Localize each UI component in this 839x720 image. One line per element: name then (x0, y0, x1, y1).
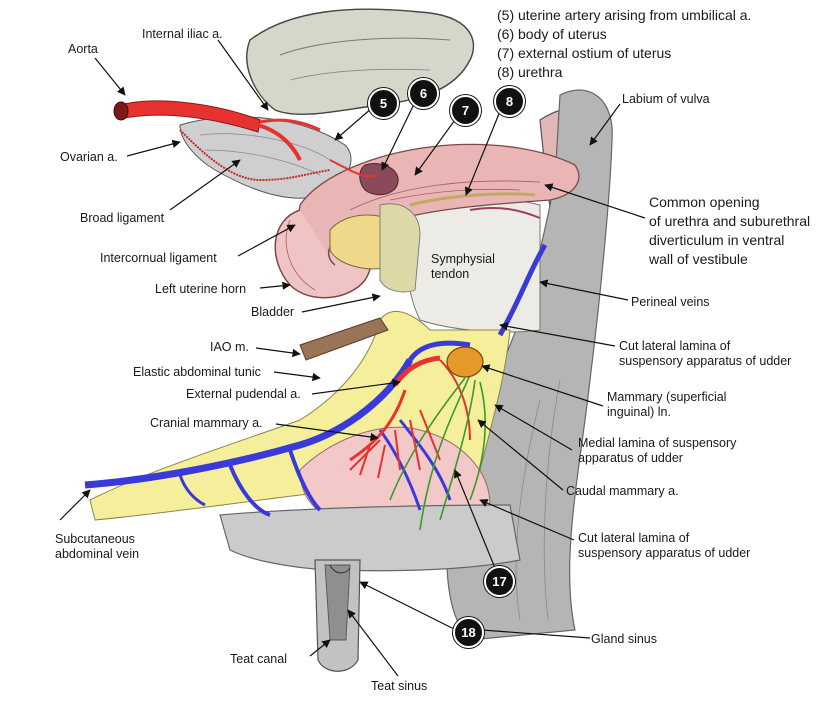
label-mammary-ln: Mammary (superficial inguinal) ln. (607, 390, 727, 419)
leader-8 (464, 103, 504, 196)
iao-muscle (299, 317, 389, 361)
label-internal-iliac: Internal iliac a. (142, 27, 223, 41)
leader-cut-lateral-1 (499, 322, 616, 347)
label-gland-sinus: Gland sinus (591, 632, 658, 646)
leader-subcut-vein (59, 489, 91, 521)
leader-17 (453, 469, 496, 569)
badge-5: 5 (368, 88, 399, 119)
label-aorta: Aorta (68, 42, 98, 56)
leader-cranial-mammary (275, 423, 379, 442)
label-cut-lateral-lamina-upper: Cut lateral lamina of suspensory apparat… (619, 339, 792, 368)
ovarian-artery (179, 129, 331, 182)
leader-caudal-mammary (477, 419, 564, 491)
leader-gland-sinus (481, 629, 591, 639)
label-external-pudendal: External pudendal a. (186, 387, 301, 401)
internal-iliac-artery (257, 123, 302, 161)
badge-6: 6 (408, 78, 439, 109)
badge-7: 7 (450, 95, 481, 126)
leader-internal-iliac (217, 39, 269, 111)
leader-7 (414, 112, 461, 176)
leader-elastic-tunic (273, 371, 321, 382)
legend: (5) uterine artery arising from umbilica… (497, 6, 751, 82)
urethra (409, 192, 536, 207)
label-teat-canal: Teat canal (230, 652, 287, 666)
leader-6 (381, 99, 417, 171)
leader-teat-sinus (347, 609, 399, 677)
badge-17: 17 (484, 566, 515, 597)
legend-item-6: (6) body of uterus (497, 26, 607, 42)
leader-aorta (94, 57, 126, 96)
label-left-uterine-horn: Left uterine horn (155, 282, 247, 296)
leader-cut-lateral-2 (479, 499, 575, 541)
badge-18: 18 (453, 617, 484, 648)
leader-broad-ligament (169, 159, 241, 211)
leader-external-pudendal (311, 378, 401, 395)
leader-medial-lamina (494, 404, 573, 451)
subcutaneous-abdominal-vein (84, 358, 414, 489)
badge-8: 8 (494, 86, 525, 117)
label-bladder: Bladder (251, 305, 295, 319)
caudal-mammary-artery (439, 359, 471, 441)
label-caudal-mammary: Caudal mammary a. (566, 484, 679, 498)
leader-ovarian (126, 139, 181, 157)
label-elastic-abdominal-tunic: Elastic abdominal tunic (133, 365, 261, 379)
leader-mammary-ln (481, 364, 604, 407)
label-cut-lateral-lamina-lower: Cut lateral lamina of suspensory apparat… (578, 531, 751, 560)
label-intercornual-ligament: Intercornual ligament (100, 251, 217, 265)
label-teat-sinus: Teat sinus (371, 679, 428, 693)
lymphatic-vessels (389, 374, 486, 531)
leader-5 (334, 107, 373, 141)
leader-iao (255, 347, 301, 358)
label-broad-ligament: Broad ligament (80, 211, 165, 225)
label-labium-of-vulva: Labium of vulva (622, 92, 710, 106)
leader-labium (589, 103, 621, 146)
leader-bladder (301, 293, 381, 313)
mammary-lymph-node (446, 346, 484, 378)
leader-uterine-horn (259, 281, 291, 290)
leader-18 (359, 581, 457, 631)
label-symphysial-tendon: Symphysial tendon (431, 252, 495, 281)
legend-item-5: (5) uterine artery arising from umbilica… (497, 7, 752, 23)
label-iao: IAO m. (210, 340, 249, 354)
legend-item-8: (8) urethra (497, 64, 563, 80)
pelvic-bone (246, 8, 475, 115)
udder-base (219, 504, 521, 572)
label-medial-lamina: Medial lamina of suspensory apparatus of… (578, 436, 737, 465)
leader-common-opening (544, 183, 646, 219)
label-subcutaneous-abdominal-vein: Subcutaneous abdominal vein (55, 532, 140, 561)
leader-perineal (539, 279, 629, 301)
label-ovarian: Ovarian a. (60, 150, 118, 164)
cranial-mammary-artery (349, 389, 407, 462)
leader-intercornual (237, 224, 296, 257)
legend-item-7: (7) external ostium of uterus (497, 45, 672, 61)
label-cranial-mammary: Cranial mammary a. (150, 416, 263, 430)
leader-teat-canal (309, 639, 331, 657)
label-common-opening: Common opening of urethra and suburethra… (649, 194, 811, 267)
label-perineal-veins: Perineal veins (631, 295, 710, 309)
